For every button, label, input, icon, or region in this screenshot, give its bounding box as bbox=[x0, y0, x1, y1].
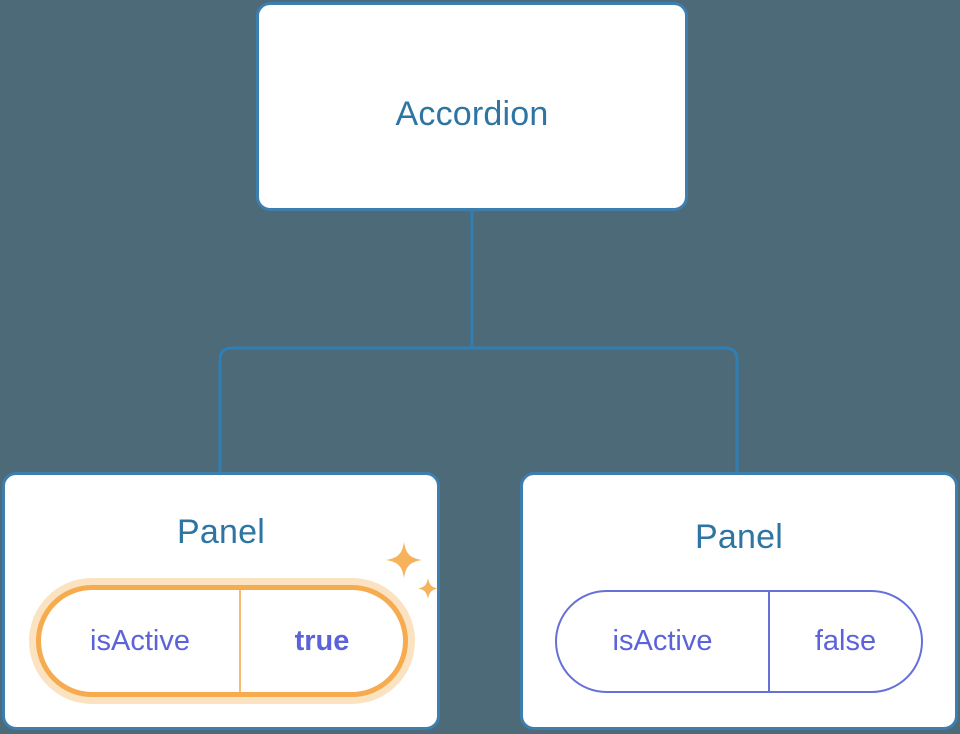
prop-key: isActive bbox=[557, 592, 770, 691]
prop-value: true bbox=[294, 624, 350, 657]
prop-pill-body: isActive false bbox=[555, 590, 923, 693]
node-accordion-title: Accordion bbox=[395, 95, 549, 133]
prop-value: false bbox=[814, 625, 877, 657]
prop-pill-isactive-false[interactable]: isActive false bbox=[555, 590, 923, 693]
connector-branch-to-panel-left bbox=[218, 346, 474, 474]
prop-pill-body: isActive true bbox=[36, 585, 408, 697]
connector-branch-to-panel-right bbox=[470, 346, 739, 474]
node-panel-left-title: Panel bbox=[177, 513, 265, 551]
node-panel-right-title: Panel bbox=[695, 518, 783, 556]
prop-key: isActive bbox=[41, 590, 241, 692]
node-accordion[interactable]: Accordion bbox=[256, 2, 688, 211]
prop-pill-isactive-true[interactable]: isActive true bbox=[36, 585, 408, 697]
